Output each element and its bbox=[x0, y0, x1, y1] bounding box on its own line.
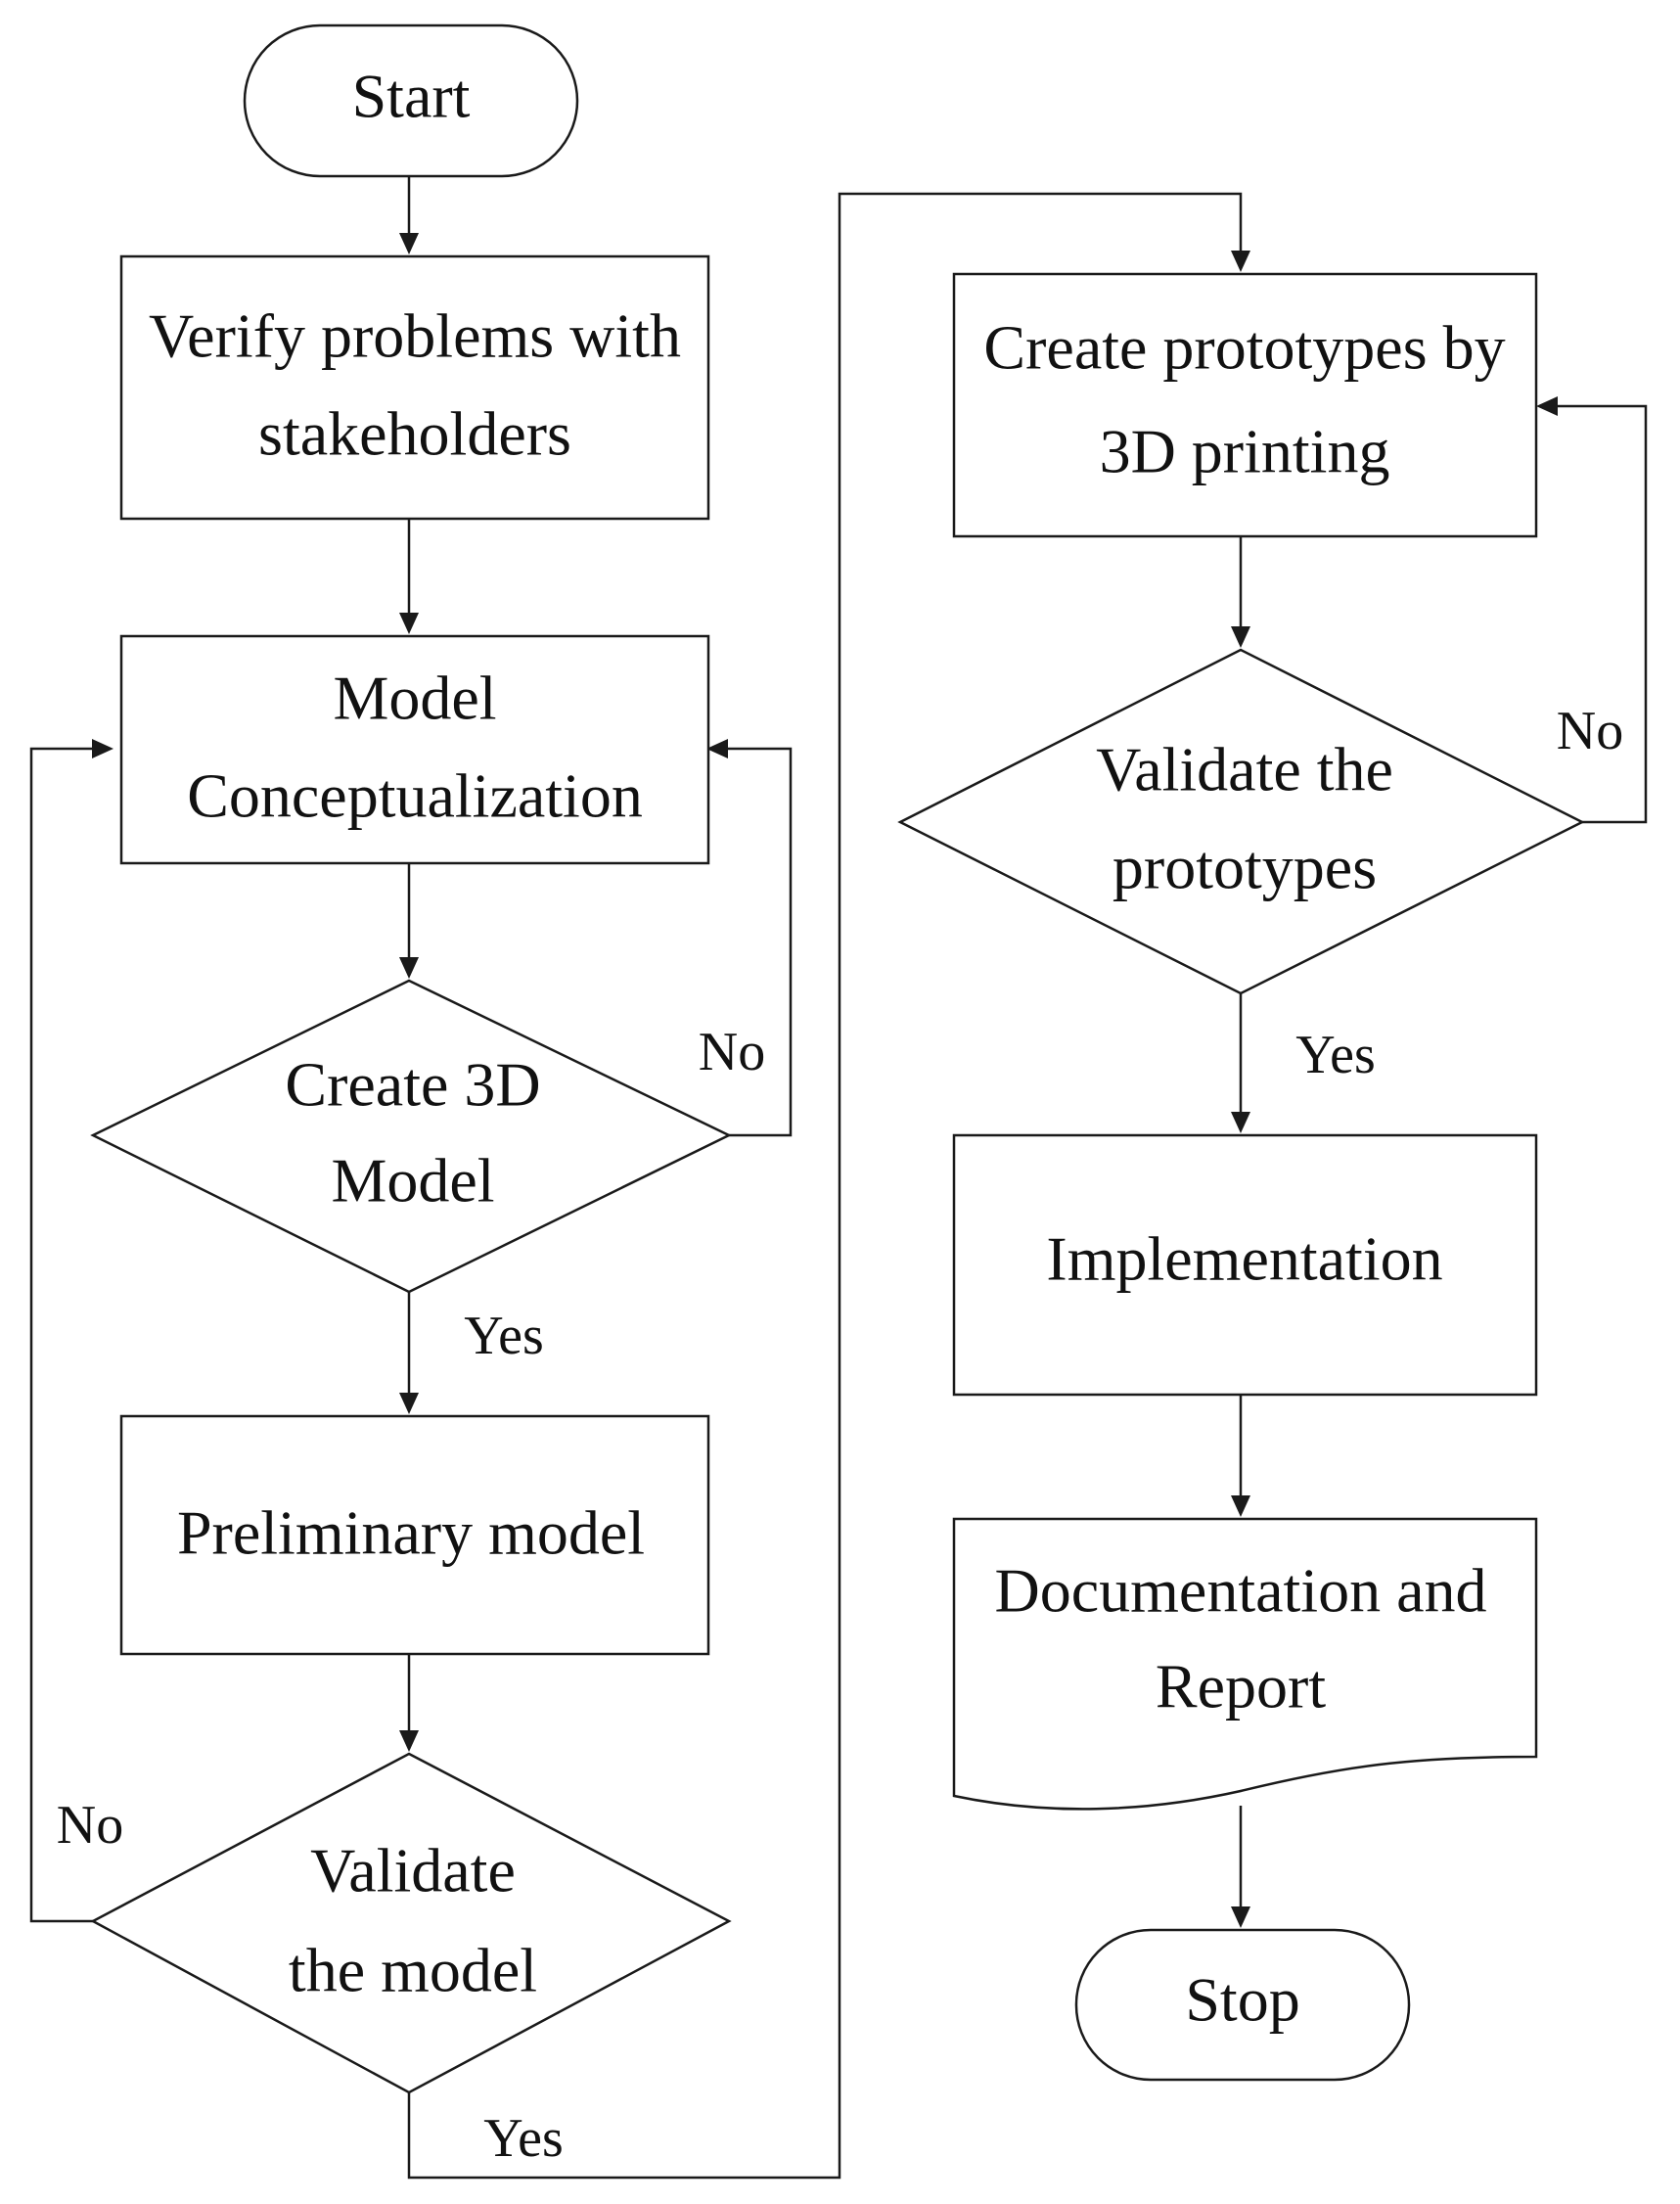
start-terminator bbox=[243, 23, 579, 178]
preliminary-model-box bbox=[119, 1414, 710, 1656]
create-prototypes-box bbox=[952, 272, 1538, 538]
implementation-label: Implementation bbox=[1046, 1224, 1442, 1294]
validate-model-label-line1: Validate bbox=[310, 1836, 516, 1906]
arrowhead bbox=[706, 739, 728, 758]
create3d-no-label: No bbox=[699, 1022, 765, 1082]
start-label: Start bbox=[352, 62, 471, 131]
verify-label-line2: stakeholders bbox=[258, 399, 571, 469]
arrowhead bbox=[1231, 626, 1250, 648]
validate-prototypes-no-label: No bbox=[1557, 701, 1623, 761]
prototypes-label-line1: Create prototypes by bbox=[983, 313, 1505, 383]
prototypes-label-line2: 3D printing bbox=[1100, 417, 1390, 486]
documentation-label-line2: Report bbox=[1156, 1652, 1326, 1722]
create-3d-model-decision bbox=[90, 979, 732, 1294]
stop-terminator bbox=[1074, 1928, 1411, 2082]
implementation-box bbox=[952, 1133, 1538, 1397]
validate-model-decision bbox=[90, 1752, 732, 2094]
validate-prototypes-label-line2: prototypes bbox=[1112, 833, 1377, 902]
documentation-label-line1: Documentation and bbox=[995, 1556, 1487, 1626]
create3d-label-line1: Create 3D bbox=[285, 1050, 540, 1120]
arrowhead bbox=[1231, 1495, 1250, 1517]
validate-prototypes-yes-label: Yes bbox=[1295, 1025, 1375, 1085]
arrowhead bbox=[92, 739, 114, 758]
arrowhead bbox=[1536, 396, 1558, 416]
validate-model-yes-label: Yes bbox=[483, 2108, 563, 2169]
create3d-label-line2: Model bbox=[331, 1146, 494, 1216]
arrowhead bbox=[399, 613, 419, 634]
arrowhead bbox=[399, 1393, 419, 1414]
create3d-yes-label: Yes bbox=[464, 1306, 543, 1366]
arrowhead bbox=[1231, 251, 1250, 272]
validate-model-label-line2: the model bbox=[289, 1936, 537, 2005]
connector-validate-prototypes-no-loop bbox=[1556, 404, 1648, 824]
model-conceptualization-box bbox=[119, 634, 710, 865]
stop-label: Stop bbox=[1185, 1965, 1299, 2035]
validate-model-no-label: No bbox=[57, 1795, 123, 1856]
connector-create3d-no-loop bbox=[726, 747, 793, 1137]
arrowhead bbox=[1231, 1112, 1250, 1133]
arrowhead bbox=[399, 233, 419, 254]
verify-label-line1: Verify problems with bbox=[149, 301, 681, 371]
arrowhead bbox=[1231, 1906, 1250, 1928]
arrowhead bbox=[399, 1730, 419, 1752]
documentation-report-document bbox=[952, 1517, 1538, 1811]
validate-prototypes-decision bbox=[897, 648, 1585, 995]
validate-prototypes-label-line1: Validate the bbox=[1096, 735, 1393, 804]
connector-validate-model-no-loop bbox=[29, 747, 94, 1923]
conceptualization-label-line1: Model bbox=[333, 664, 496, 733]
connector-validate-model-yes-to-prototypes bbox=[407, 192, 1243, 2180]
arrowhead bbox=[399, 957, 419, 979]
preliminary-label: Preliminary model bbox=[177, 1498, 645, 1568]
verify-problems-box bbox=[119, 254, 710, 521]
conceptualization-label-line2: Conceptualization bbox=[187, 761, 643, 831]
